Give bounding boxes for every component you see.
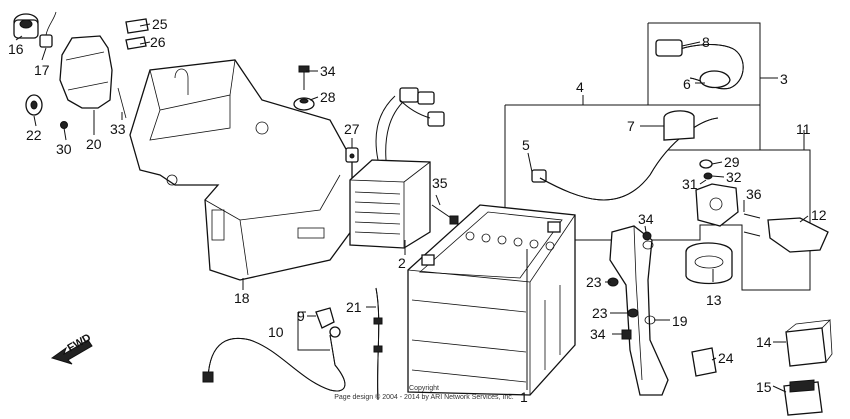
callout-34-lower: 34 xyxy=(590,326,606,342)
part-22-grommet xyxy=(25,94,43,116)
part-14-relay xyxy=(785,319,833,367)
part-32-nut xyxy=(703,172,713,180)
callout-8: 8 xyxy=(702,34,710,50)
part-33-rod xyxy=(117,87,127,119)
callout-3: 3 xyxy=(780,71,788,87)
callout-23-lower: 23 xyxy=(592,305,608,321)
callout-24: 24 xyxy=(718,350,734,366)
callout-17: 17 xyxy=(34,62,50,78)
callout-11: 11 xyxy=(796,121,811,137)
part-24-pad xyxy=(691,347,717,377)
callout-16: 16 xyxy=(8,41,24,57)
part-34-bolt-bracket xyxy=(642,231,652,241)
part-9-terminal-cap xyxy=(315,307,335,329)
part-1-battery xyxy=(407,204,576,396)
callout-21: 21 xyxy=(346,299,362,315)
callout-29: 29 xyxy=(724,154,740,170)
part-2-regulator xyxy=(349,87,445,249)
callout-6: 6 xyxy=(683,76,691,92)
leader-lines xyxy=(15,23,809,393)
part-34-bolt-top xyxy=(298,65,310,90)
part-17-clip xyxy=(39,11,57,48)
part-25-label xyxy=(125,18,149,34)
part-15-relay-cover xyxy=(783,379,823,416)
callout-32: 32 xyxy=(726,169,742,185)
part-8-terminal xyxy=(655,39,683,57)
callout-30: 30 xyxy=(56,141,72,157)
callout-7: 7 xyxy=(627,118,635,134)
callout-36: 36 xyxy=(746,186,762,202)
callout-26: 26 xyxy=(150,34,166,50)
part-21-breather-tube xyxy=(373,287,383,401)
callout-9: 9 xyxy=(297,308,305,324)
callout-15: 15 xyxy=(756,379,772,395)
callout-22: 22 xyxy=(26,127,42,143)
callout-13: 13 xyxy=(706,292,722,308)
part-34-bolt-lower xyxy=(621,329,632,340)
callout-20: 20 xyxy=(86,136,102,152)
part-29-washer xyxy=(699,159,713,169)
part-19-bracket xyxy=(609,225,669,396)
battery-cells xyxy=(465,231,555,251)
part-12-bracket xyxy=(767,217,829,253)
part-4-starter-cable xyxy=(539,117,719,201)
part-30-screw xyxy=(60,121,68,129)
copyright-line-2: Page design © 2004 - 2014 by ARI Network… xyxy=(334,393,514,401)
callout-31: 31 xyxy=(682,176,698,192)
part-16-fitting xyxy=(13,13,39,39)
part-7-terminal-cover xyxy=(663,110,695,141)
callout-14: 14 xyxy=(756,334,772,350)
callout-19: 19 xyxy=(672,313,688,329)
callout-10: 10 xyxy=(268,324,284,340)
callout-34-bracket: 34 xyxy=(638,211,654,227)
copyright-line-1: Copyright xyxy=(409,385,439,392)
part-36-bolt xyxy=(743,213,761,237)
callout-5: 5 xyxy=(522,137,530,153)
callout-34-top: 34 xyxy=(320,63,336,79)
part-13-mount xyxy=(685,242,733,285)
callout-18: 18 xyxy=(234,290,250,306)
part-26-label xyxy=(125,36,147,50)
fwd-arrow: FWD xyxy=(50,332,93,365)
callout-1: 1 xyxy=(520,389,528,405)
part-20-cover xyxy=(59,35,113,109)
callout-33: 33 xyxy=(110,121,126,137)
callout-23-upper: 23 xyxy=(586,274,602,290)
callout-35: 35 xyxy=(432,175,448,191)
callout-12: 12 xyxy=(811,207,827,223)
part-35-bolt xyxy=(431,204,459,225)
callout-2: 2 xyxy=(398,255,406,271)
part-28-grommet xyxy=(293,97,315,111)
part-31-relay-body xyxy=(695,183,739,227)
callout-28: 28 xyxy=(320,89,336,105)
callout-numbers: 1 2 3 4 5 6 7 8 9 10 11 12 13 14 15 16 1… xyxy=(8,16,827,405)
callout-4: 4 xyxy=(576,79,584,95)
copyright-notice: Copyright Page design © 2004 - 2014 by A… xyxy=(334,385,514,401)
part-6-cover xyxy=(699,70,731,89)
part-23-nut-lower xyxy=(627,308,639,318)
callout-27: 27 xyxy=(344,121,360,137)
part-10-cable xyxy=(202,326,346,392)
callout-25: 25 xyxy=(152,16,168,32)
part-27-clip xyxy=(345,147,359,163)
part-18-battery-box xyxy=(129,59,353,281)
